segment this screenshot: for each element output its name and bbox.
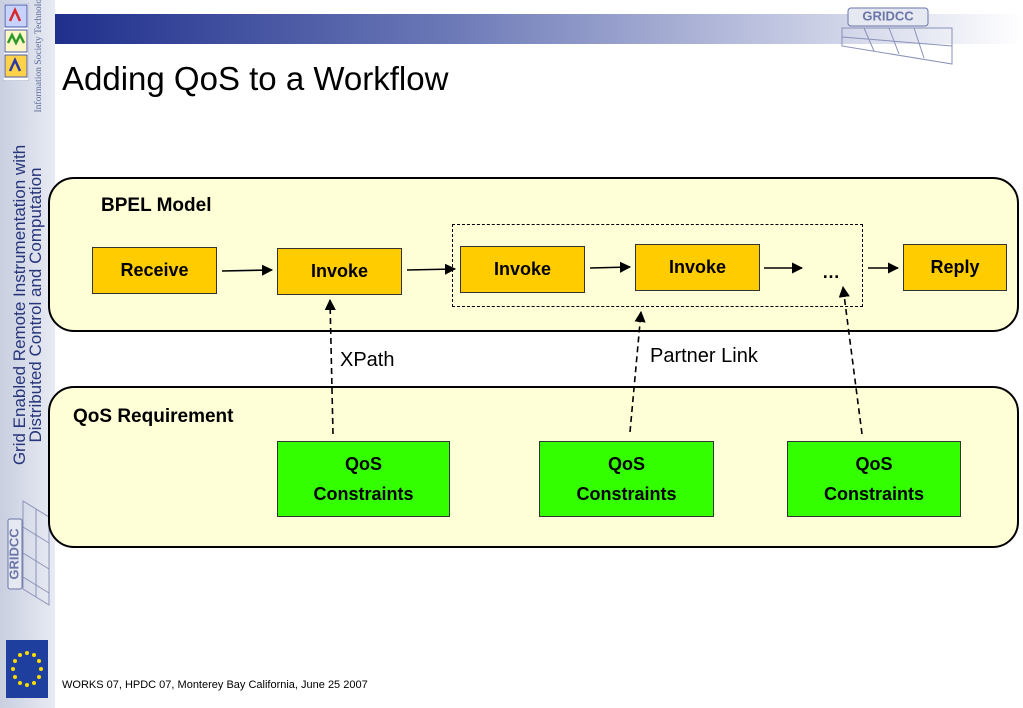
flow-arrow <box>406 263 457 275</box>
receive-task: Receive <box>92 247 217 294</box>
flow-arrow <box>589 261 632 273</box>
bpel-model-label: BPEL Model <box>101 195 212 216</box>
qos-requirement-label: QoS Requirement <box>73 406 234 427</box>
xpath-label: XPath <box>340 349 395 371</box>
xpath-link-arrow <box>324 298 336 435</box>
invoke-task: Invoke <box>635 244 760 291</box>
partner-link-label: Partner Link <box>650 345 758 367</box>
gridcc-side-logo: GRIDCC <box>6 500 50 606</box>
flow-arrow <box>221 264 274 276</box>
sidebar: Information Society Technologies Grid En… <box>0 0 55 708</box>
invoke-task: Invoke <box>460 246 585 293</box>
ellipsis: … <box>822 262 840 282</box>
footer-text: WORKS 07, HPDC 07, Monterey Bay Californ… <box>62 679 368 691</box>
gridcc-header-logo: GRIDCC <box>841 7 953 65</box>
partner-link-arrow <box>629 310 646 433</box>
eu-flag-icon <box>6 640 48 698</box>
reply-task: Reply <box>903 244 1007 291</box>
qos-constraints-box: QoS Constraints <box>277 441 450 517</box>
gridcc-side-logo-text: GRIDCC <box>6 528 21 580</box>
slide-title: Adding QoS to a Workflow <box>62 60 449 97</box>
partner-link-arrow <box>838 285 863 435</box>
invoke-task: Invoke <box>277 248 402 295</box>
qos-constraints-box: QoS Constraints <box>787 441 961 517</box>
qos-constraints-box: QoS Constraints <box>539 441 714 517</box>
gridcc-header-logo-text: GRIDCC <box>862 8 914 23</box>
ist-logo <box>3 3 29 81</box>
